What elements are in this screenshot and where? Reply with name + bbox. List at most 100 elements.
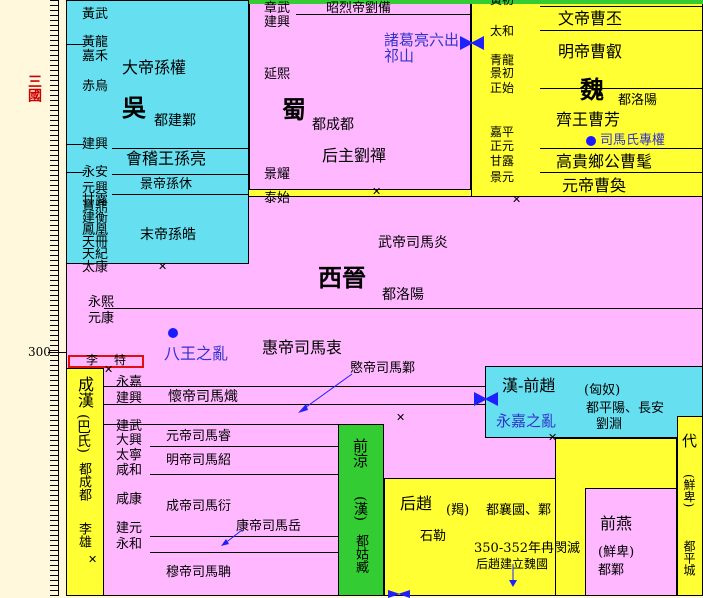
wei-duke-cao-mao: 高貴鄉公曹髦 (556, 152, 653, 171)
jin-era-jianxing: 建興 (116, 391, 143, 406)
event-eight-princes: 八王之亂 (164, 344, 229, 363)
jin-era-yuankang: 元康 (88, 311, 115, 326)
wei-emperor-cao-pi: 文帝曹丕 (558, 9, 623, 28)
event-yongjia-chaos: 永嘉之亂 (496, 412, 557, 430)
jin-emperor-sima-zhong: 惠帝司馬衷 (262, 338, 343, 357)
qian-liang-name: 前涼 (351, 438, 369, 468)
ejin-emperor-sima-rui: 元帝司馬睿 (166, 429, 232, 444)
wei-region (471, 0, 703, 197)
cheng-han-ethnic: (巴氏) (75, 414, 91, 453)
wu-era-jianheng: 建衡 (82, 211, 109, 226)
wei-era-zhengshi: 正始 (490, 81, 515, 95)
shu-era-zhangwu: 章武 (264, 1, 291, 16)
former-yan-ethnic: (鮮卑) (598, 545, 635, 560)
event-zhuge-liang: 諸葛亮六出祁山 (384, 31, 460, 65)
shu-ruler-line (296, 14, 471, 15)
han-zhao-liu-yuan: 劉淵 (596, 417, 623, 432)
wei-era-huangchu: 黃初 (490, 0, 515, 7)
ejin-era-jianwu: 建武 (116, 419, 143, 434)
ejin-ruler-line (150, 552, 338, 553)
han-zhao-region (485, 366, 703, 438)
jin-era-yongxi: 永熙 (88, 295, 115, 310)
wu-ruler-line (112, 194, 249, 195)
shu-era-jingyao: 景耀 (264, 167, 291, 182)
qian-liang-region (338, 424, 384, 596)
wu-era-chiwu: 赤烏 (82, 79, 109, 94)
timeline-axis (50, 0, 58, 596)
jin-capital: 都洛陽 (382, 287, 424, 303)
later-zhao-note-line1: 350-352年冉閔滅 (474, 541, 581, 556)
former-yan-capital: 都鄴 (598, 563, 625, 578)
ejin-ruler-line (150, 536, 338, 537)
ejin-era-xiankang: 咸康 (116, 492, 143, 507)
wei-era-qinglong: 青龍 (490, 53, 515, 67)
shu-emperor-liu-shan: 后主劉禪 (322, 146, 387, 165)
dai-name: 代 (682, 432, 698, 450)
wu-era-taikang: 太康 (82, 260, 109, 275)
era-label-three-kingdoms: 三國 (26, 74, 42, 102)
wu-era-jianxing: 建興 (82, 137, 109, 152)
wei-ruler-line (540, 6, 703, 7)
ejin-era-yonghe: 永和 (116, 537, 143, 552)
arrow-icon (509, 564, 517, 587)
former-yan-region (585, 488, 677, 596)
ejin-emperor-sima-shao: 明帝司馬紹 (166, 453, 232, 468)
wu-ruler-line (112, 174, 249, 175)
ejin-ruler-line (104, 424, 338, 425)
arrow-icon (221, 529, 243, 546)
jin-ruler-line (104, 386, 485, 387)
wu-ruler-sun-xiu: 景帝孫休 (140, 177, 193, 192)
event-dot-icon (168, 328, 178, 338)
cheng-han-founder-surname: 李 (86, 353, 99, 367)
end-marker: ✕ (88, 553, 98, 566)
wei-era-jingyuan: 景元 (490, 170, 515, 184)
shu-era-taishi: 泰始 (264, 191, 291, 206)
wu-era-tick (66, 172, 84, 173)
wei-era-zhengyuan: 正元 (490, 139, 515, 153)
wu-era-jiahe: 嘉禾 (82, 49, 109, 64)
wei-ruler-line (540, 148, 703, 149)
ejin-ruler-line (150, 474, 338, 475)
wei-era-jiaping: 嘉平 (490, 125, 515, 139)
wei-emperor-cao-rui: 明帝曹叡 (558, 42, 623, 61)
wei-era-jingchu: 景初 (490, 66, 515, 80)
dai-capital: 都平城 (682, 540, 696, 576)
jin-emperor-sima-yan: 武帝司馬炎 (378, 235, 448, 251)
wei-prince-cao-fang: 齊王曹芳 (556, 110, 621, 129)
ejin-emperor-sima-yue: 康帝司馬岳 (236, 519, 302, 534)
wu-ruler-line (112, 148, 249, 149)
wu-era-tick (66, 44, 84, 45)
ejin-era-jianyuan: 建元 (116, 521, 143, 536)
shu-region (249, 0, 471, 190)
cheng-han-capital: 都成都 (76, 462, 91, 501)
han-zhao-capital: 都平陽、長安 (586, 401, 665, 416)
ejin-era-daxing: 大興 (116, 433, 143, 448)
shu-tail-band (249, 190, 471, 197)
bowtie-icon (460, 36, 484, 50)
wei-capital: 都洛陽 (618, 93, 658, 108)
end-marker: ✕ (548, 431, 558, 444)
later-zhao-capital: 都襄國、鄴 (486, 503, 552, 518)
qian-liang-ethnic: (漢) (352, 496, 368, 521)
ejin-ruler-line (150, 446, 338, 447)
tick-300-line (48, 352, 66, 353)
jin-ruler-line (104, 404, 485, 405)
bowtie-icon (474, 392, 498, 406)
ejin-emperor-sima-dan: 穆帝司馬聃 (166, 565, 232, 580)
end-marker: ✕ (104, 363, 114, 376)
later-zhao-name: 后趙 (400, 494, 433, 513)
tick-300-label: 300 (28, 345, 51, 359)
end-marker: ✕ (396, 411, 406, 424)
wu-ruler-sun-hao: 末帝孫皓 (140, 227, 196, 243)
end-marker: ✕ (372, 185, 382, 198)
wei-ruler-line (540, 88, 703, 89)
event-dot-icon (586, 136, 596, 146)
han-zhao-ethnic: (匈奴) (584, 383, 621, 398)
wu-era-tianji: 天紀 (82, 247, 109, 262)
later-zhao-shi-le: 石勒 (420, 529, 447, 544)
bowtie-icon (388, 590, 410, 598)
wu-kingdom-name: 吳 (122, 93, 146, 122)
wu-era-yongan: 永安 (82, 165, 109, 180)
wu-era-fenghuang: 鳳凰 (82, 223, 109, 238)
qian-liang-capital: 都姑臧 (353, 534, 368, 573)
